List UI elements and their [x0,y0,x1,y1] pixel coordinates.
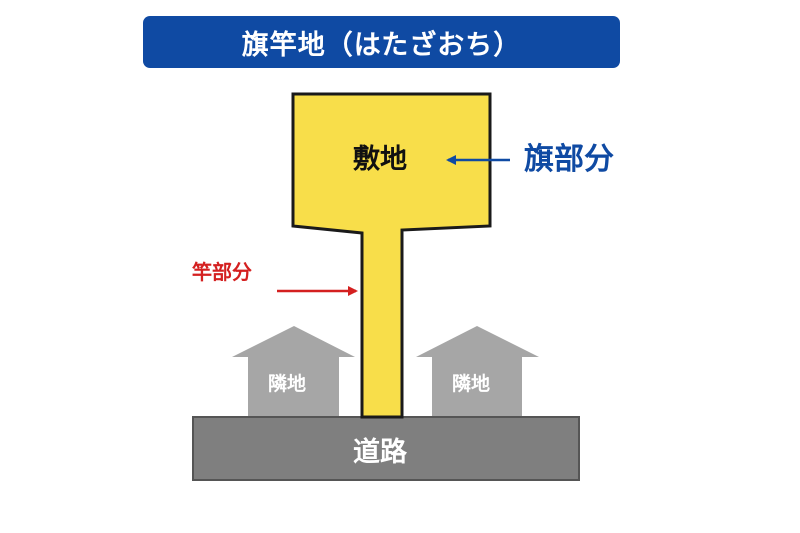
site-label: 敷地 [353,144,407,175]
flag-part-label: 旗部分 [524,142,614,177]
neighbor-house-left [232,326,355,417]
road-label: 道路 [353,437,407,468]
title-banner: 旗竿地（はたざおち） [143,16,620,68]
road-block [192,416,580,481]
pole-part-label: 竿部分 [192,260,252,284]
neighbor-left-label: 隣地 [268,373,307,395]
flag-lot-shape [291,92,492,419]
title-text: 旗竿地（はたざおち） [241,29,522,61]
neighbor-house-right [416,326,539,417]
neighbor-right-label: 隣地 [452,373,491,395]
